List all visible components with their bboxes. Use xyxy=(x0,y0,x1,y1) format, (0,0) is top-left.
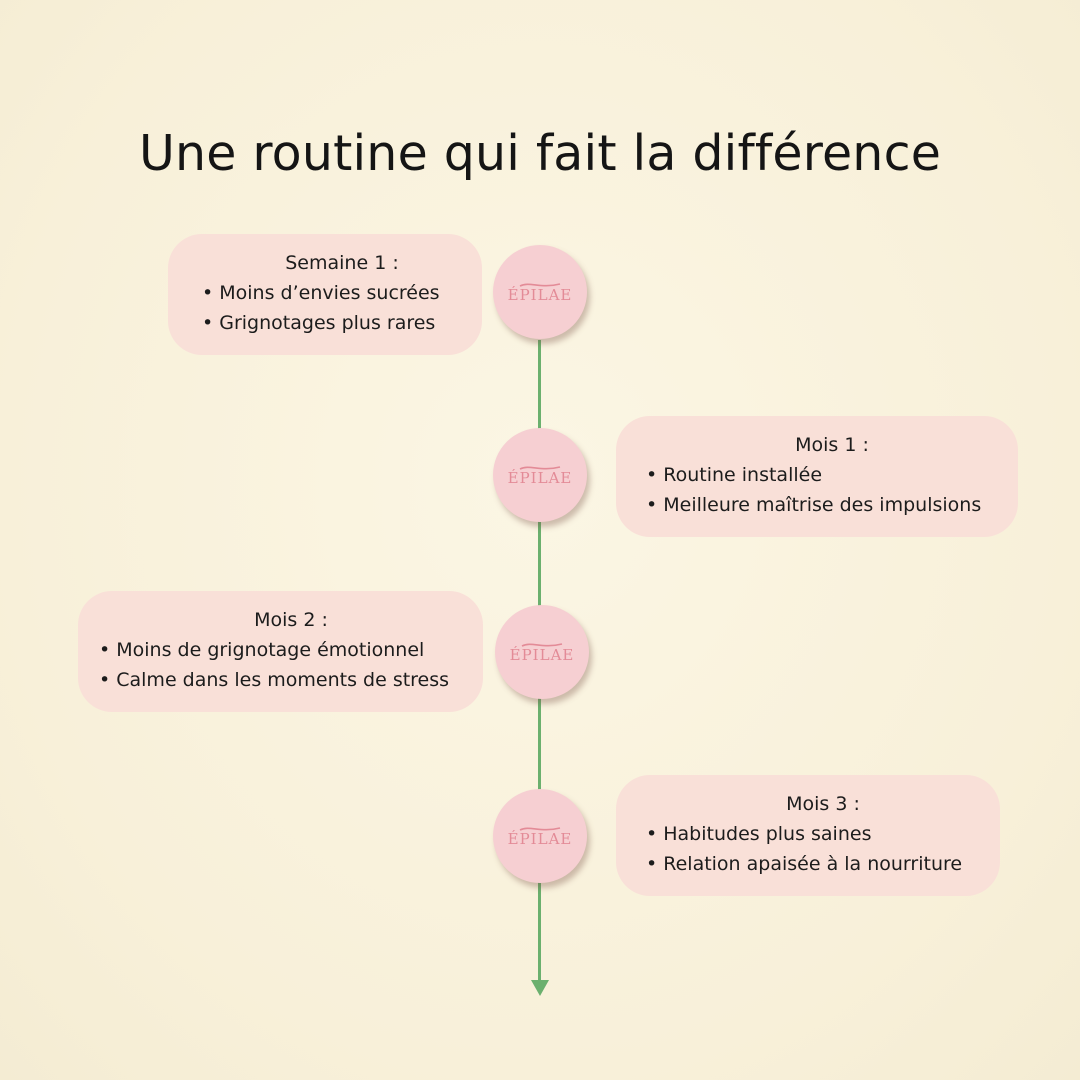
milestone-item: • Grignotages plus rares xyxy=(202,312,436,334)
brand-swoosh-icon xyxy=(519,282,561,287)
milestone-item: • Relation apaisée à la nourriture xyxy=(646,853,963,875)
milestone-heading: Semaine 1 : xyxy=(285,252,399,274)
milestone-list: • Routine installée • Meilleure maîtrise… xyxy=(646,460,1018,520)
brand-swoosh-icon xyxy=(519,465,561,470)
milestone-item: • Moins d’envies sucrées xyxy=(202,282,440,304)
milestone-list: • Moins de grignotage émotionnel • Calme… xyxy=(99,635,483,695)
timeline-arrowhead-icon xyxy=(531,980,549,996)
brand-badge: ÉPILAE xyxy=(495,605,589,699)
milestone-item: • Habitudes plus saines xyxy=(646,823,872,845)
brand-logo-text: ÉPILAE xyxy=(507,285,573,304)
brand-badge: ÉPILAE xyxy=(493,245,587,339)
milestone-card-week-1: Semaine 1 : • Moins d’envies sucrées • G… xyxy=(168,234,482,355)
milestone-card-month-2: Mois 2 : • Moins de grignotage émotionne… xyxy=(78,591,483,712)
milestone-heading: Mois 1 : xyxy=(795,434,869,456)
milestone-list: • Moins d’envies sucrées • Grignotages p… xyxy=(202,278,482,338)
milestone-heading: Mois 2 : xyxy=(254,609,328,631)
brand-badge: ÉPILAE xyxy=(493,428,587,522)
brand-swoosh-icon xyxy=(521,642,563,647)
brand-logo-text: ÉPILAE xyxy=(509,645,575,664)
page-title: Une routine qui fait la différence xyxy=(138,124,942,182)
milestone-item: • Calme dans les moments de stress xyxy=(99,669,450,691)
brand-logo-text: ÉPILAE xyxy=(507,468,573,487)
milestone-list: • Habitudes plus saines • Relation apais… xyxy=(646,819,1000,879)
milestone-card-month-1: Mois 1 : • Routine installée • Meilleure… xyxy=(616,416,1018,537)
milestone-heading: Mois 3 : xyxy=(786,793,860,815)
milestone-card-month-3: Mois 3 : • Habitudes plus saines • Relat… xyxy=(616,775,1000,896)
milestone-item: • Routine installée xyxy=(646,464,823,486)
brand-logo-text: ÉPILAE xyxy=(507,829,573,848)
brand-swoosh-icon xyxy=(519,826,561,831)
milestone-item: • Moins de grignotage émotionnel xyxy=(99,639,425,661)
milestone-item: • Meilleure maîtrise des impulsions xyxy=(646,494,982,516)
brand-badge: ÉPILAE xyxy=(493,789,587,883)
